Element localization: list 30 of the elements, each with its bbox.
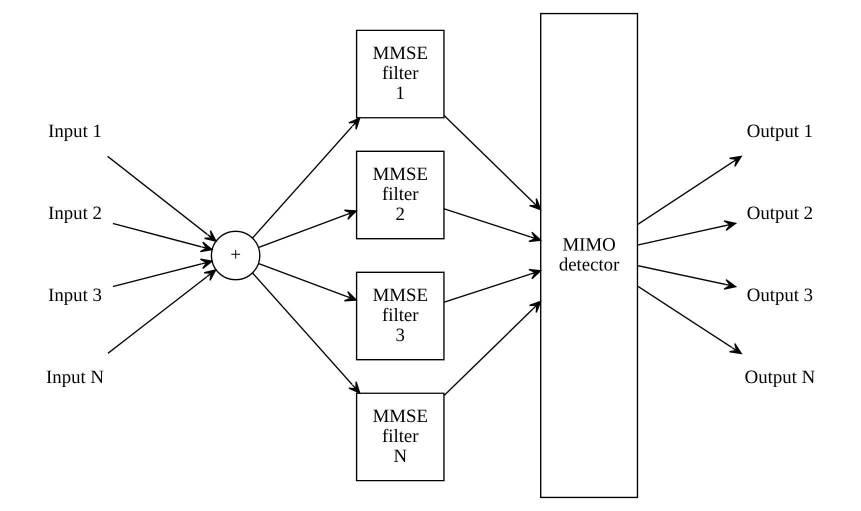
arrow (638, 265, 736, 290)
node-text: Output 2 (746, 202, 814, 224)
arrow (112, 222, 213, 252)
arrow (444, 208, 542, 242)
node-text: Input N (46, 366, 104, 388)
node-text: Output 3 (746, 284, 814, 306)
arrow (444, 300, 542, 396)
arrow (252, 117, 360, 239)
node-text: Output 1 (746, 120, 814, 142)
arrow (108, 269, 216, 354)
arrow (258, 210, 357, 248)
node-text: Input 1 (48, 120, 102, 142)
node-box: MMSE filter 1 (356, 30, 445, 118)
node-text: Output N (744, 366, 816, 388)
arrow (107, 156, 217, 242)
arrow (638, 156, 742, 225)
arrow (258, 263, 357, 302)
arrow (444, 268, 542, 303)
arrow (638, 220, 736, 246)
node-text: Input 3 (48, 284, 102, 306)
node-box: MMSE filter 2 (356, 150, 445, 240)
node-box: MIMO detector (540, 12, 638, 498)
arrow (112, 258, 213, 288)
node-box: MMSE filter 3 (356, 272, 445, 360)
arrow (252, 272, 360, 394)
arrow (444, 115, 542, 210)
node-box: MMSE filter N (356, 392, 445, 482)
arrow (638, 286, 742, 354)
node-circle: + (210, 230, 260, 280)
node-text: Input 2 (48, 202, 102, 224)
